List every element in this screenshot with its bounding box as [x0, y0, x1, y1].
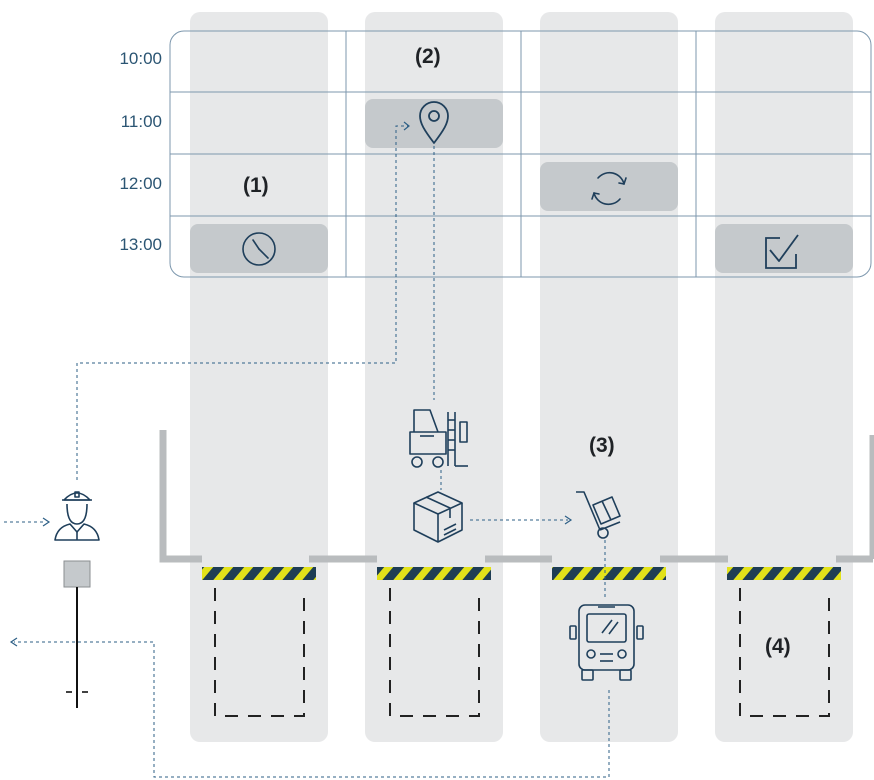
schedule-grid [169, 30, 872, 278]
time-label-13: 13:00 [119, 235, 162, 254]
clock-icon [242, 232, 276, 266]
step-label-4: (4) [765, 635, 791, 658]
hazard-stripe-door-3 [552, 567, 666, 580]
flow-connectors [4, 125, 610, 778]
hazard-stripe-door-2 [377, 567, 491, 580]
step-label-1: (1) [243, 174, 269, 197]
forklift-icon [409, 409, 468, 468]
dock-lane-4 [715, 12, 853, 742]
parking-bays [214, 588, 830, 717]
dock-lane-3 [540, 12, 678, 742]
step-label-2: (2) [415, 45, 441, 68]
appointment-slot-lane-1 [190, 224, 328, 273]
gate-barrier-icon [63, 560, 91, 708]
checkbox-icon [765, 234, 799, 269]
hazard-stripe-door-4 [727, 567, 841, 580]
time-label-10: 10:00 [119, 49, 162, 68]
time-label-12: 12:00 [119, 174, 162, 193]
parking-bay-4 [739, 588, 830, 717]
refresh-icon [591, 171, 627, 206]
truck-icon [569, 604, 644, 681]
appointment-slot-lane-4 [715, 224, 853, 273]
parking-bay-1 [214, 588, 305, 717]
appointment-slot-lane-3 [540, 162, 678, 211]
arrow-heads [9, 121, 573, 647]
hand-truck-icon [576, 491, 621, 539]
location-pin-icon [419, 101, 449, 144]
dock-door-hazard-stripes [202, 567, 841, 580]
time-label-11: 11:00 [120, 112, 162, 131]
parking-bay-2 [389, 588, 480, 717]
hazard-stripe-door-1 [202, 567, 316, 580]
appointment-slot-lane-2 [365, 99, 503, 148]
dock-lane-1 [190, 12, 328, 742]
package-icon [413, 491, 463, 543]
guard-icon [54, 491, 100, 541]
dock-building-wall [159, 430, 874, 563]
step-label-3: (3) [589, 434, 615, 457]
